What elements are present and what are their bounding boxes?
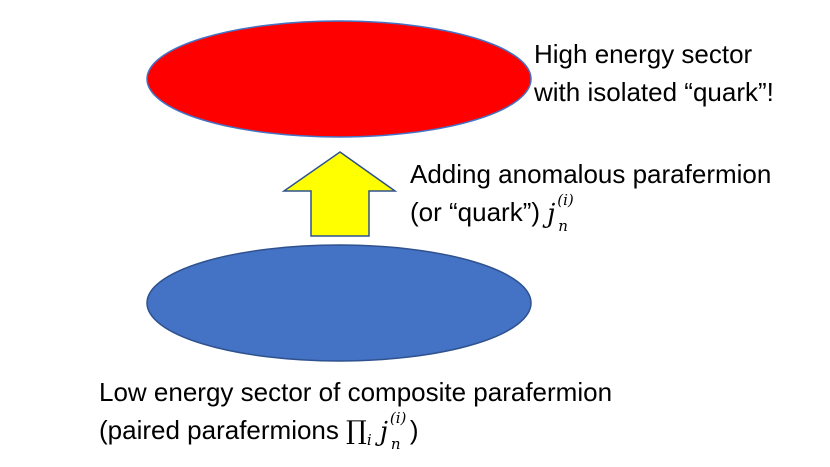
low-energy-label-prefix: (paired parafermions [99, 415, 347, 445]
low-energy-label-line2: (paired parafermions ∏i j(i) n) [99, 409, 612, 459]
math-base: j [379, 417, 388, 447]
high-energy-label: High energy sector with isolated “quark”… [534, 35, 774, 111]
high-energy-ellipse [146, 20, 532, 138]
math-superscript: (i) [389, 409, 407, 427]
low-energy-label-suffix: ) [409, 415, 419, 445]
low-energy-label: Low energy sector of composite parafermi… [99, 373, 612, 459]
arrow-label-prefix: (or “quark”) [410, 197, 548, 227]
product-math: ∏i j(i) n [346, 409, 410, 453]
paired-operator-math: j(i) n [380, 409, 410, 453]
low-energy-ellipse [146, 244, 532, 362]
high-energy-label-line1: High energy sector [534, 39, 753, 69]
arrow-label: Adding anomalous parafermion (or “quark”… [410, 155, 772, 235]
math-subscript: n [390, 435, 401, 453]
low-energy-label-line1: Low energy sector of composite parafermi… [99, 377, 613, 407]
math-superscript: (i) [557, 191, 574, 209]
math-subscript: n [558, 217, 568, 235]
quark-operator-math: j(i) n [547, 191, 577, 235]
product-symbol: ∏ [346, 416, 367, 446]
math-base: j [547, 199, 556, 229]
product-index: i [366, 431, 372, 450]
arrow-label-line2: (or “quark”) j(i) n [410, 191, 771, 235]
arrow-label-line1: Adding anomalous parafermion [410, 159, 772, 189]
high-energy-label-line2: with isolated “quark”! [534, 77, 774, 107]
up-arrow [281, 151, 398, 237]
